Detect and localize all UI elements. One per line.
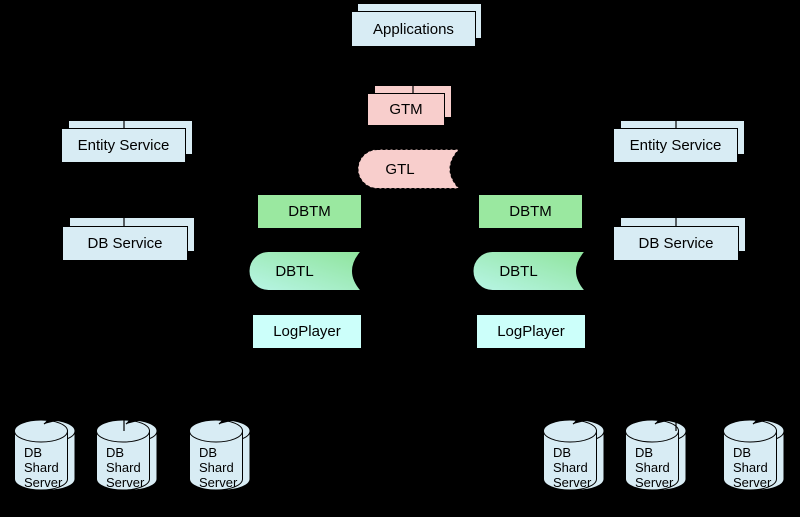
entity-service-left-node[interactable]: Entity Service xyxy=(61,128,186,163)
dbtl-right-node[interactable]: DBTL xyxy=(473,251,586,291)
gtl-label: GTL xyxy=(385,160,415,178)
db-shard-server-2[interactable]: DB Shard Server xyxy=(96,412,158,499)
shard-line-2: Shard xyxy=(635,460,670,475)
shard-line-2: Shard xyxy=(553,460,588,475)
cylinder-shape xyxy=(189,419,251,491)
shard-line-3: Server xyxy=(106,475,145,490)
dbtm-right-node[interactable]: DBTM xyxy=(478,194,583,229)
shard-line-3: Server xyxy=(553,475,592,490)
entity-service-right-node[interactable]: Entity Service xyxy=(613,128,738,163)
shard-line-3: Server xyxy=(733,475,772,490)
cylinder-shape xyxy=(723,419,785,491)
gtl-node[interactable]: GTL xyxy=(358,149,460,189)
shard-line-1: DB xyxy=(199,445,218,460)
shard-line-3: Server xyxy=(635,475,674,490)
shard-line-1: DB xyxy=(553,445,572,460)
db-shard-server-1[interactable]: DB Shard Server xyxy=(14,412,76,499)
db-shard-server-3[interactable]: DB Shard Server xyxy=(189,412,251,499)
logplayer-right-label: LogPlayer xyxy=(497,323,565,340)
db-service-right-label: DB Service xyxy=(638,235,714,252)
shard-line-1: DB xyxy=(106,445,125,460)
db-shard-server-6[interactable]: DB Shard Server xyxy=(723,412,785,499)
gtm-label: GTM xyxy=(389,101,423,118)
shard-line-2: Shard xyxy=(24,460,59,475)
dbtl-left-label: DBTL xyxy=(275,262,314,280)
shard-line-2: Shard xyxy=(733,460,768,475)
applications-label: Applications xyxy=(373,20,454,38)
cylinder-shape xyxy=(96,419,158,491)
shard-line-3: Server xyxy=(199,475,238,490)
applications-node[interactable]: Applications xyxy=(351,11,476,47)
link-logplayer-shard1-left xyxy=(43,349,301,425)
shard-line-1: DB xyxy=(733,445,752,460)
shard-line-2: Shard xyxy=(106,460,141,475)
logplayer-left-node[interactable]: LogPlayer xyxy=(252,314,362,349)
logplayer-right-node[interactable]: LogPlayer xyxy=(476,314,586,349)
dbtm-left-label: DBTM xyxy=(288,203,331,220)
db-service-left-node[interactable]: DB Service xyxy=(62,226,188,261)
gtl-shape xyxy=(358,149,460,189)
entity-service-right-label: Entity Service xyxy=(629,137,722,154)
shard-line-1: DB xyxy=(24,445,43,460)
dbtl-left-node[interactable]: DBTL xyxy=(249,251,362,291)
entity-service-left-label: Entity Service xyxy=(77,137,170,154)
cylinder-shape xyxy=(625,419,687,491)
shard-line-3: Server xyxy=(24,475,63,490)
gtm-node[interactable]: GTM xyxy=(367,93,445,126)
dbtl-right-label: DBTL xyxy=(499,262,538,280)
db-shard-server-4[interactable]: DB Shard Server xyxy=(543,412,605,499)
shard-line-1: DB xyxy=(635,445,654,460)
db-shard-server-5[interactable]: DB Shard Server xyxy=(625,412,687,499)
db-service-right-node[interactable]: DB Service xyxy=(613,226,739,261)
dbtm-right-label: DBTM xyxy=(509,203,552,220)
db-service-left-label: DB Service xyxy=(87,235,163,252)
logplayer-left-label: LogPlayer xyxy=(273,323,341,340)
dbtl-left-shape xyxy=(249,251,362,291)
dbtl-right-shape xyxy=(473,251,586,291)
dbtm-left-node[interactable]: DBTM xyxy=(257,194,362,229)
cylinder-shape xyxy=(543,419,605,491)
link-applications-entity-right xyxy=(412,47,677,128)
shard-line-2: Shard xyxy=(199,460,234,475)
